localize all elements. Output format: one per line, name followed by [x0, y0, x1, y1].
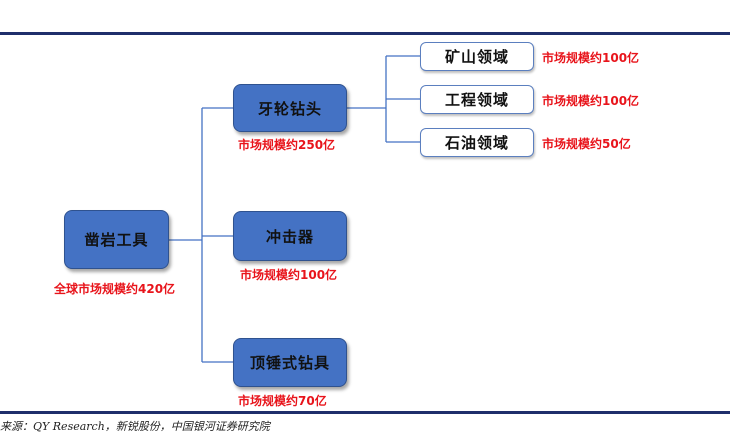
node-petroleum: 石油领域 [420, 128, 534, 157]
node-tooth-bit: 牙轮钻头 [233, 84, 347, 132]
market-size-label: 市场规模约70亿 [238, 394, 327, 408]
top-rule [0, 32, 730, 35]
node-title: 凿岩工具 [84, 231, 149, 249]
node-engineering: 工程领域 [420, 85, 534, 114]
market-size-label: 全球市场规模约420亿 [54, 282, 176, 296]
node-top-hammer: 顶锤式钻具 [233, 338, 347, 387]
market-size-label: 市场规模约100亿 [542, 51, 640, 65]
source-note: 来源：QY Research，新锐股份，中国银河证券研究院 [0, 420, 270, 433]
bottom-rule [0, 411, 730, 414]
node-title: 工程领域 [444, 91, 509, 109]
node-title: 牙轮钻头 [257, 99, 322, 118]
node-rock-drilling-tools: 凿岩工具 [64, 210, 169, 269]
node-title: 石油领域 [444, 134, 509, 152]
node-impactor: 冲击器 [233, 211, 347, 261]
market-size-label: 市场规模约250亿 [238, 138, 336, 152]
node-title: 矿山领域 [444, 48, 509, 66]
node-mining: 矿山领域 [420, 42, 534, 71]
market-size-label: 市场规模约50亿 [542, 137, 631, 151]
node-title: 顶锤式钻具 [249, 354, 330, 372]
node-title: 冲击器 [265, 227, 314, 246]
market-size-label: 市场规模约100亿 [240, 268, 338, 282]
market-size-label: 市场规模约100亿 [542, 94, 640, 108]
